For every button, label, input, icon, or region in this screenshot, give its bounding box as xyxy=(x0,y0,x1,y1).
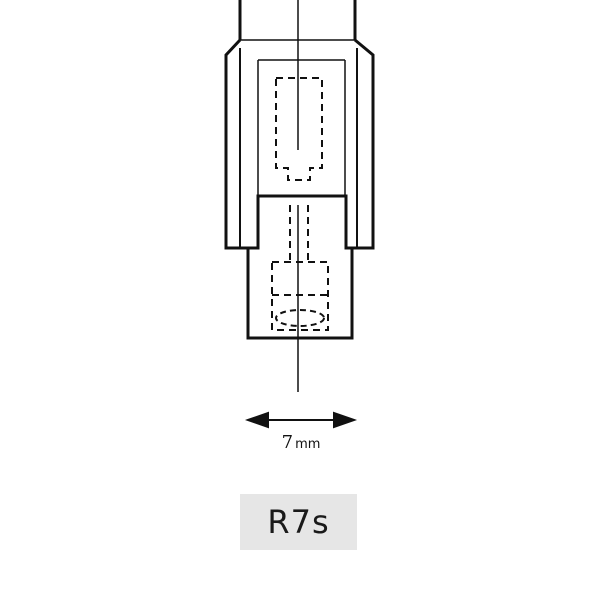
dimension-arrow-left xyxy=(244,411,269,429)
base-type-badge: R7s xyxy=(240,494,357,550)
lower-pin-hidden-outline xyxy=(271,261,329,331)
dimension-arrow-right xyxy=(333,411,358,429)
upper-contact-hidden-outline xyxy=(275,77,323,181)
contact-cap xyxy=(246,194,354,340)
pin-end-oval xyxy=(275,309,325,327)
dimension-unit: mm xyxy=(295,437,320,452)
base-type-label: R7s xyxy=(267,503,330,541)
base-shoulder-left xyxy=(224,38,258,250)
base-shoulder-right xyxy=(346,38,375,250)
dimension-value: 7 xyxy=(282,432,293,453)
